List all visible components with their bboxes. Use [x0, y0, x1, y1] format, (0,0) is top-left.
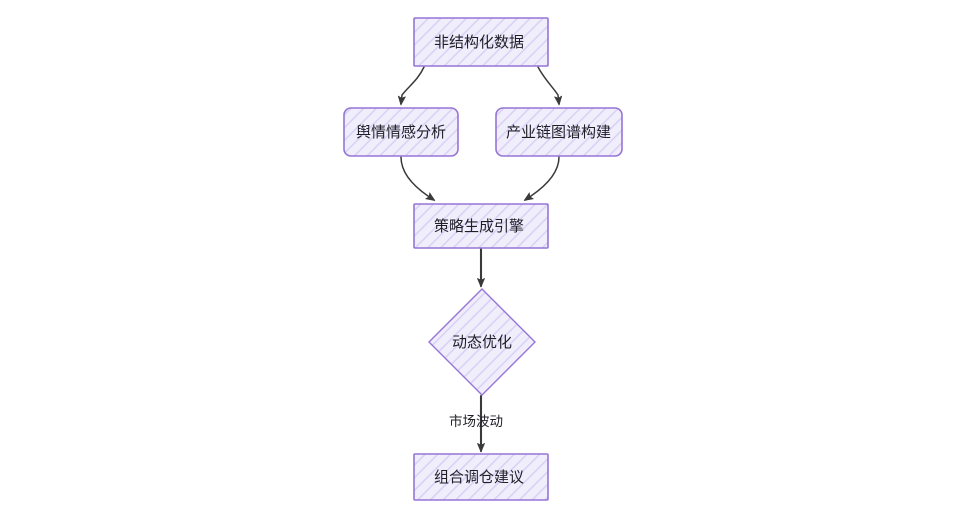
node-sentiment-analysis[interactable] — [343, 107, 459, 157]
node-unstructured-data[interactable] — [413, 17, 549, 67]
edge-unstructured-to-graph — [537, 66, 563, 106]
edge-label-market-volatility: 市场波动 — [449, 414, 503, 429]
node-group — [343, 17, 623, 501]
edge-unstructured-to-sentiment — [397, 66, 425, 106]
node-strategy-engine[interactable] — [413, 203, 549, 249]
node-industry-graph[interactable] — [495, 107, 623, 157]
node-dynamic-optimization[interactable] — [428, 288, 536, 396]
edge-group — [397, 66, 563, 453]
node-portfolio-advice[interactable] — [413, 453, 549, 501]
edge-sentiment-to-engine — [400, 156, 436, 201]
edge-graph-to-engine — [523, 156, 560, 201]
